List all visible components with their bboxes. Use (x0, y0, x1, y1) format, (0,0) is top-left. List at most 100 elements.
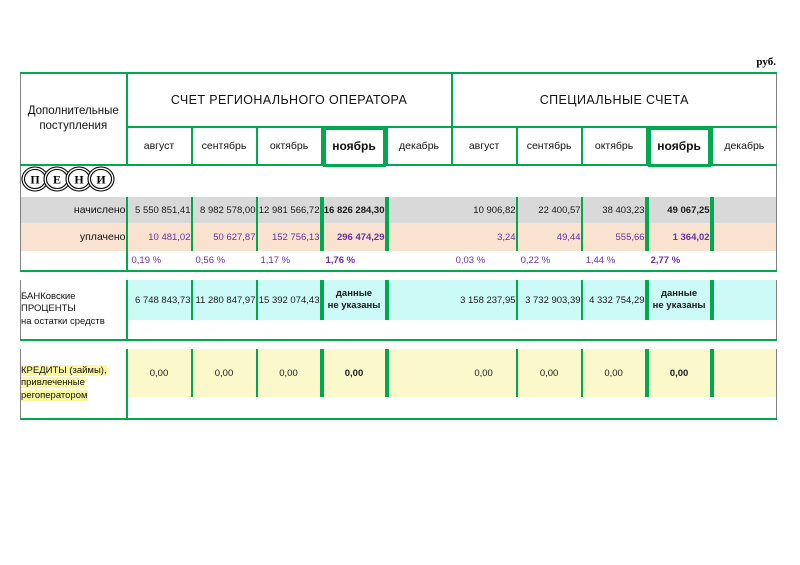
svg-text:Е: Е (53, 173, 61, 187)
credits-label-line1: КРЕДИТЫ (займы), (21, 364, 107, 376)
row-label-credits: КРЕДИТЫ (займы), привлеченные регоперато… (20, 349, 127, 420)
month-spec-november-label: ноябрь (657, 139, 701, 153)
bank-underline-1 (125, 320, 192, 341)
additional-receipts-table: Дополнительные поступления СЧЕТ РЕГИОНАЛ… (20, 72, 778, 420)
bank-underline-3 (256, 320, 322, 341)
month-spec-november[interactable]: ноябрь (646, 127, 712, 167)
header-row-label-title: Дополнительные поступления (20, 72, 128, 166)
cell-accrued-spec-october: 38 403,23 (580, 197, 647, 223)
svg-text:П: П (30, 173, 40, 187)
cell-accrued-spec-august: 10 906,82 (451, 197, 517, 223)
cell-accrued-ro-december (384, 197, 452, 223)
header-month-row: август сентябрь октябрь ноябрь декабрь а… (21, 127, 778, 167)
cell-percent-ro-december (386, 251, 452, 272)
cell-paid-ro-october: 152 756,13 (255, 223, 322, 251)
month-ro-october[interactable]: октябрь (256, 127, 323, 166)
cell-credits-spec-september: 0,00 (515, 349, 582, 397)
month-ro-november[interactable]: ноябрь (321, 127, 387, 167)
cell-percent-ro-august: 0,19 % (125, 251, 192, 272)
header-group-row: Дополнительные поступления СЧЕТ РЕГИОНАЛ… (20, 72, 778, 166)
cell-accrued-ro-november: 16 826 284,30 (319, 197, 387, 223)
section-gap-1 (20, 271, 777, 280)
row-penalties-accrued: начислено 5 550 851,41 8 982 578,00 12 9… (20, 197, 778, 223)
bank-underline-8 (581, 320, 647, 341)
month-spec-august[interactable]: август (451, 127, 518, 166)
cell-bank-ro-november-text: данные не указаны (327, 288, 381, 311)
bank-underline-5 (386, 320, 452, 341)
cell-percent-spec-october: 1,44 % (581, 251, 647, 272)
credits-underline-7 (516, 397, 582, 420)
cell-paid-spec-october: 555,66 (580, 223, 647, 251)
cell-percent-spec-august: 0,03 % (451, 251, 517, 272)
cell-credits-spec-august: 0,00 (451, 349, 517, 397)
bank-interest-label-line3: на остатки средств (21, 315, 105, 327)
cell-accrued-ro-october: 12 981 566,72 (255, 197, 322, 223)
cell-percent-ro-september: 0,56 % (191, 251, 257, 272)
credits-underline-2 (191, 397, 257, 420)
cell-credits-ro-august: 0,00 (125, 349, 192, 397)
credits-underline-4 (321, 397, 387, 420)
section-gap-2 (20, 340, 777, 349)
month-ro-august[interactable]: август (126, 127, 193, 166)
row-penalties-paid: уплачено 10 481,02 50 627,87 152 756,13 … (20, 223, 778, 251)
month-ro-december[interactable]: декабрь (385, 127, 453, 166)
cell-accrued-ro-august: 5 550 851,41 (125, 197, 192, 223)
bank-underline-10 (711, 320, 778, 341)
row-credits: КРЕДИТЫ (займы), привлеченные регоперато… (20, 349, 778, 420)
row-bank-interest-underline (21, 320, 778, 341)
credits-underline-3 (256, 397, 322, 420)
svg-text:И: И (96, 173, 106, 187)
month-spec-december[interactable]: декабрь (710, 127, 778, 166)
cell-bank-spec-september: 3 732 903,39 (515, 280, 582, 320)
cell-paid-ro-november: 296 474,29 (319, 223, 387, 251)
cell-percent-ro-october: 1,17 % (256, 251, 322, 272)
cell-credits-spec-december (709, 349, 778, 397)
credits-underline-8 (581, 397, 647, 420)
cell-credits-spec-october: 0,00 (580, 349, 647, 397)
cell-accrued-spec-december (709, 197, 778, 223)
cell-bank-ro-november: данные не указаны (319, 280, 387, 320)
credits-label-line2: привлеченные (21, 377, 85, 389)
cell-credits-ro-december (384, 349, 452, 397)
month-spec-september[interactable]: сентябрь (516, 127, 583, 166)
cell-paid-spec-august: 3,24 (451, 223, 517, 251)
month-spec-october[interactable]: октябрь (581, 127, 648, 166)
cell-bank-ro-august: 6 748 843,73 (125, 280, 192, 320)
cell-credits-ro-november: 0,00 (319, 349, 387, 397)
bank-interest-label-line1: БАНКовские (21, 290, 76, 302)
penalties-logo-cell: П Е Н И (20, 165, 127, 197)
cell-percent-spec-november: 2,77 % (646, 251, 712, 272)
credits-underline-1 (125, 397, 192, 420)
bank-underline-6 (451, 320, 517, 341)
cell-accrued-spec-november: 49 067,25 (644, 197, 712, 223)
row-credits-underline (21, 397, 778, 420)
cell-bank-ro-october: 15 392 074,43 (255, 280, 322, 320)
cell-percent-spec-september: 0,22 % (516, 251, 582, 272)
bank-interest-label-line2: ПРОЦЕНТЫ (21, 303, 76, 315)
credits-underline-10 (711, 397, 778, 420)
row-penalties-percent: 0,19 % 0,56 % 1,17 % 1,76 % 0,03 % 0,22 … (20, 251, 778, 272)
cell-percent-ro-november: 1,76 % (321, 251, 387, 272)
cell-paid-spec-december (709, 223, 778, 251)
bank-underline-9 (646, 320, 712, 341)
svg-text:Н: Н (74, 173, 84, 187)
cell-bank-spec-august: 3 158 237,95 (451, 280, 517, 320)
cell-bank-ro-december (384, 280, 452, 320)
cell-bank-spec-november-text: данные не указаны (652, 288, 706, 311)
bank-underline-2 (191, 320, 257, 341)
peni-logo-icon: П Е Н И (21, 166, 121, 192)
units-label: руб. (756, 56, 776, 68)
row-label-percent (20, 251, 127, 272)
credits-underline-9 (646, 397, 712, 420)
row-label-bank-interest: БАНКовские ПРОЦЕНТЫ на остатки средств (20, 280, 127, 341)
credits-underline-5 (386, 397, 452, 420)
cell-bank-ro-september: 11 280 847,97 (190, 280, 257, 320)
penalties-logo-row: П Е Н И (20, 165, 778, 197)
penalties-logo-spacer (126, 165, 778, 197)
cell-credits-ro-september: 0,00 (190, 349, 257, 397)
month-ro-september[interactable]: сентябрь (191, 127, 258, 166)
cell-paid-ro-august: 10 481,02 (125, 223, 192, 251)
cell-paid-ro-december (384, 223, 452, 251)
credits-underline-6 (451, 397, 517, 420)
